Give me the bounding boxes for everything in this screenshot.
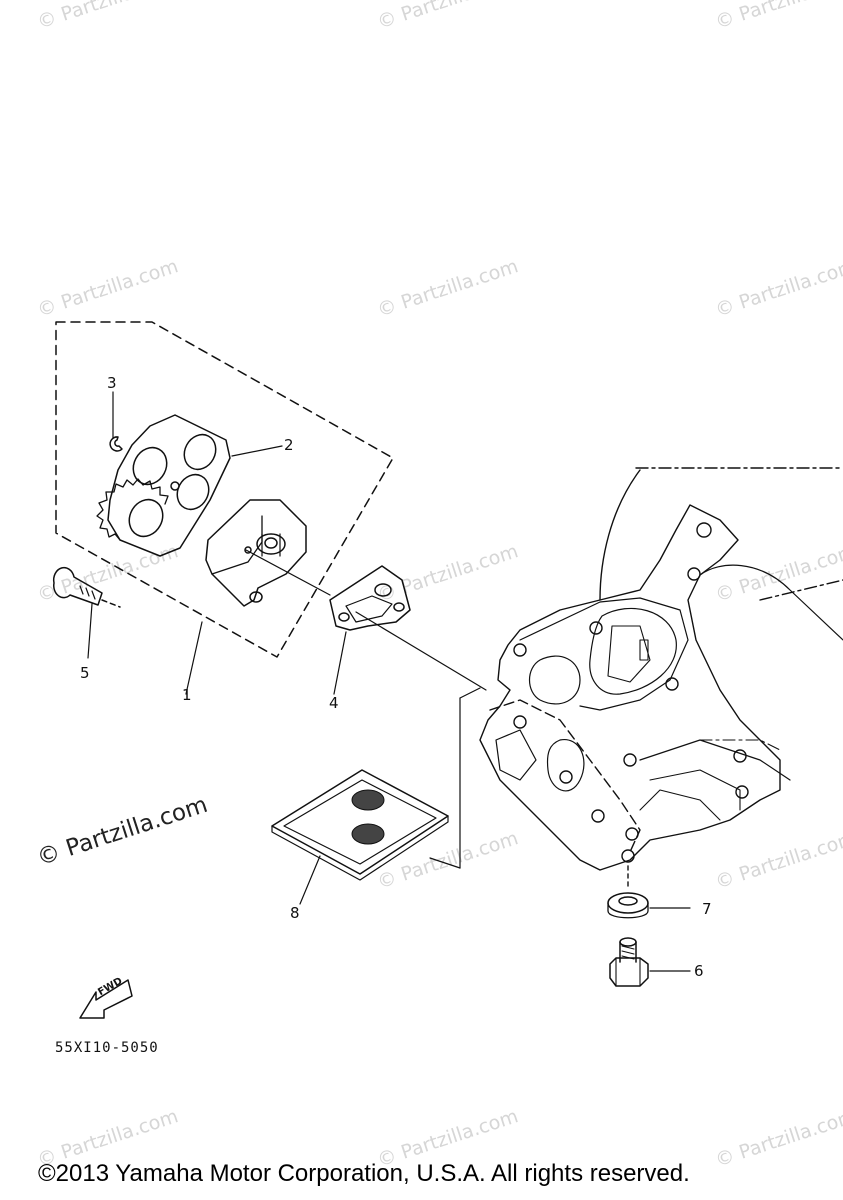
callout-3: 3 bbox=[107, 374, 117, 392]
callout-6: 6 bbox=[694, 962, 704, 980]
crankcase bbox=[479, 467, 843, 889]
oil-strainer bbox=[271, 769, 461, 881]
copyright-notice: ©2013 Yamaha Motor Corporation, U.S.A. A… bbox=[38, 1160, 690, 1187]
callout-5: 5 bbox=[80, 664, 90, 682]
leader-lines bbox=[87, 391, 691, 972]
bolt bbox=[52, 566, 121, 608]
callout-1: 1 bbox=[182, 686, 192, 704]
washer bbox=[607, 892, 649, 919]
callout-8: 8 bbox=[290, 904, 300, 922]
strainer-mesh bbox=[351, 789, 385, 845]
drain-bolt bbox=[609, 937, 649, 987]
callout-4: 4 bbox=[329, 694, 339, 712]
pump-assembly-outline bbox=[55, 321, 394, 658]
fwd-arrow bbox=[79, 979, 133, 1019]
diagram-code: 55XI10-5050 bbox=[55, 1040, 159, 1056]
pump-drive-gear bbox=[96, 414, 231, 557]
callout-2: 2 bbox=[284, 436, 294, 454]
oil-pump-body bbox=[205, 499, 331, 607]
callout-7: 7 bbox=[702, 900, 712, 918]
gasket bbox=[329, 565, 487, 869]
circlip bbox=[109, 436, 123, 452]
